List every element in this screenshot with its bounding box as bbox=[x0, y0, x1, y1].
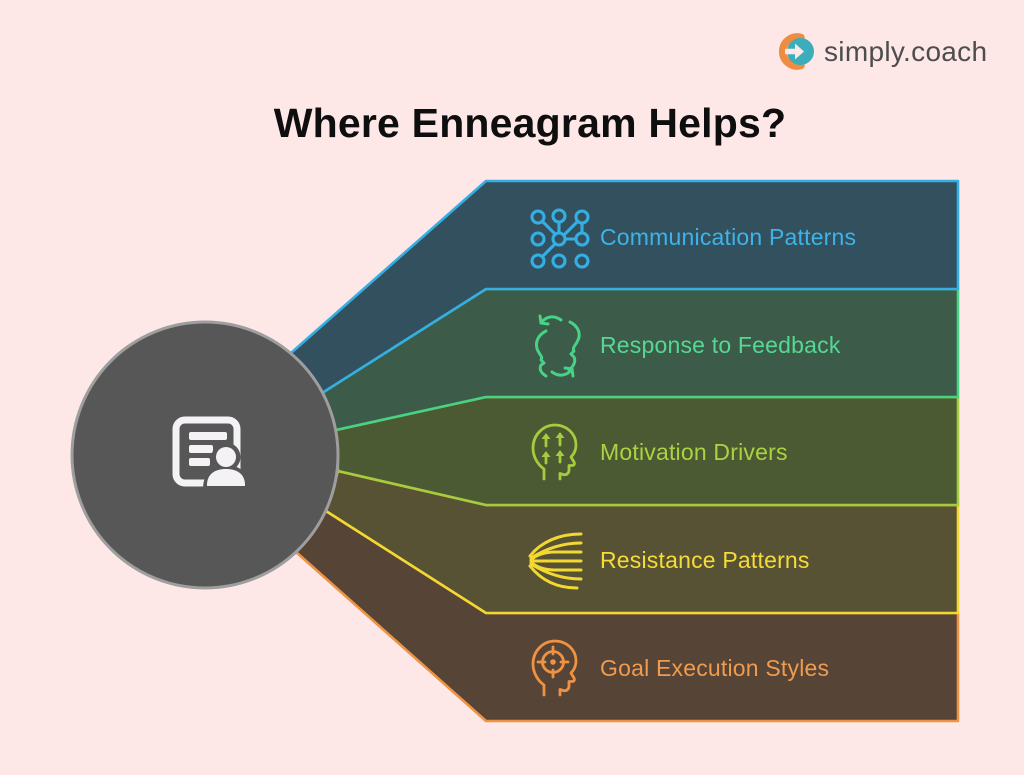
page-title: Where Enneagram Helps? bbox=[274, 100, 786, 146]
banner-group bbox=[289, 179, 960, 723]
feedback-exchange-icon bbox=[534, 314, 581, 378]
banner-label-feedback: Response to Feedback bbox=[600, 332, 841, 358]
hub-circle bbox=[70, 320, 340, 590]
logo-text: simply.coach bbox=[824, 36, 987, 67]
document-user-icon bbox=[172, 416, 249, 489]
banner-label-goal-execution: Goal Execution Styles bbox=[600, 655, 829, 681]
simply-coach-logo-icon bbox=[779, 33, 814, 70]
network-nodes-icon bbox=[530, 208, 590, 269]
banner-label-communication: Communication Patterns bbox=[600, 224, 856, 250]
head-target-icon bbox=[531, 639, 578, 697]
banner-label-resistance: Resistance Patterns bbox=[600, 547, 810, 573]
resistance-flow-lines-icon bbox=[528, 532, 583, 590]
logo: simply.coach bbox=[779, 33, 987, 70]
head-motivation-arrows-icon bbox=[531, 423, 578, 481]
banner-label-motivation: Motivation Drivers bbox=[600, 439, 788, 465]
